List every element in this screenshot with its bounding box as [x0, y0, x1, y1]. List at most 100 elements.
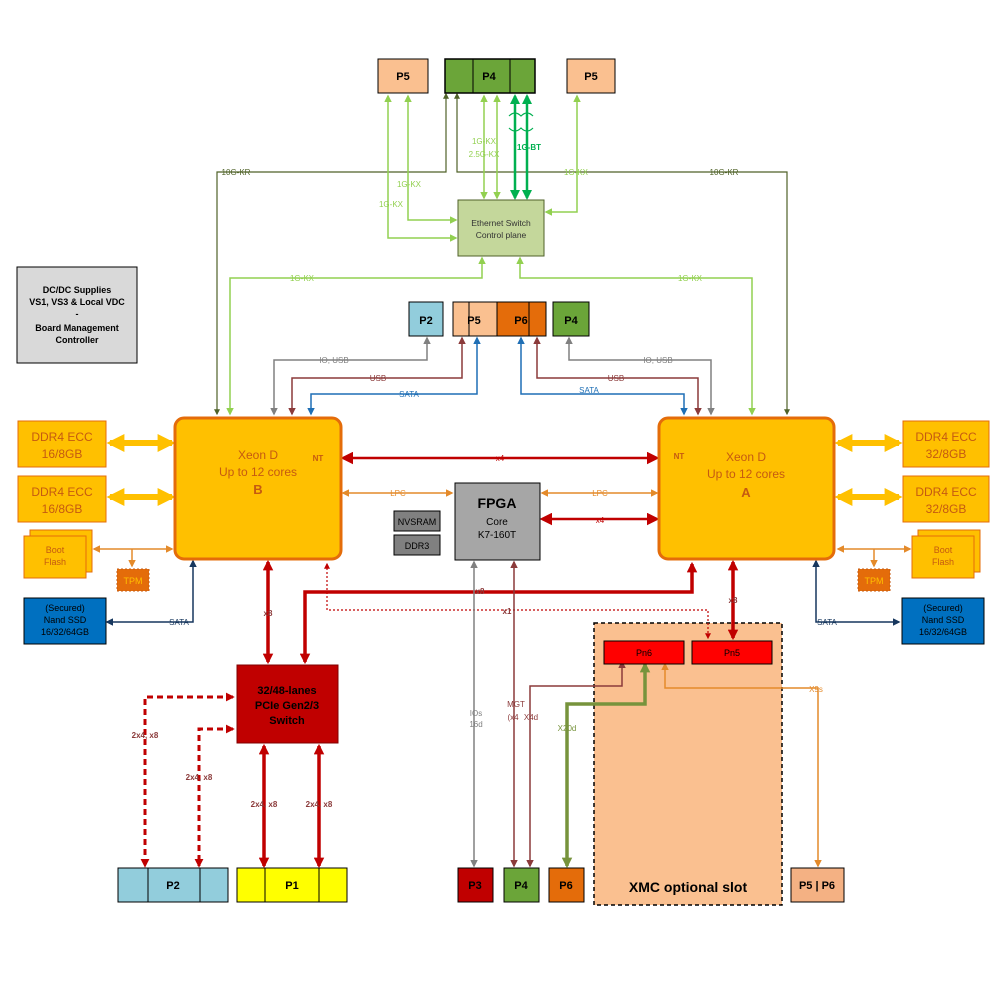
pn6: Pn6: [603, 640, 685, 665]
boot-flash-left: Boot Flash: [23, 529, 93, 579]
tpm-right: TPM: [857, 568, 891, 592]
transformer-symbol: [508, 112, 534, 132]
label-sata-right: SATA: [579, 386, 599, 395]
label-2x4x8-d: 2x4, x8: [306, 800, 333, 809]
pcie-switch: 32/48-lanes PCIe Gen2/3 Switch: [236, 664, 339, 744]
fpga-title: FPGA: [478, 495, 517, 511]
ddr4-right-1: DDR4 ECC 32/8GB: [902, 420, 990, 468]
link-kx-p5-right: [544, 94, 581, 216]
info-line1: DC/DC Supplies: [43, 285, 112, 295]
label-x1: x1: [503, 607, 512, 616]
pn5-label: Pn5: [724, 648, 740, 658]
ssd-left-line1: (Secured): [45, 603, 85, 613]
pcie-switch-line2: PCIe Gen2/3: [255, 700, 319, 712]
nvsram-label: NVSRAM: [398, 517, 437, 527]
mid-p2: P2: [408, 301, 444, 337]
label-1g-kx-p4: 1G-KX: [472, 137, 497, 146]
ethernet-switch-line2: Control plane: [476, 230, 527, 240]
fpga: FPGA Core K7-160T: [454, 482, 541, 561]
label-2x4x8-c: 2x4, x8: [251, 800, 278, 809]
mid-p4-label: P4: [564, 315, 578, 327]
label-x8-cpu-a: x8: [729, 596, 738, 605]
bottom-p5-p6: P5 | P6: [790, 867, 845, 903]
mid-p5-label: P5: [467, 315, 480, 327]
label-io-usb-left: IO, USB: [319, 356, 348, 365]
ddr4-right-1-line1: DDR4 ECC: [915, 430, 977, 444]
label-nt-x4: x4: [496, 454, 505, 463]
cpu-b: Xeon D Up to 12 cores B NT: [173, 416, 343, 561]
label-1g-bt: 1G-BT: [517, 143, 541, 152]
label-lpc-left: LPC: [390, 489, 406, 498]
xmc-slot-label: XMC optional slot: [629, 879, 748, 895]
ssd-left-line3: 16/32/64GB: [41, 627, 89, 637]
label-mgt: MGT: [507, 700, 525, 709]
ddr3: DDR3: [393, 534, 441, 556]
boot-flash-right-line2: Flash: [932, 557, 954, 567]
link-kx-switch-cpu-b: [226, 256, 486, 416]
label-10g-kr-left: 10G-KR: [222, 168, 251, 177]
link-x9s: [661, 662, 822, 868]
link-sata-left: [307, 336, 481, 416]
info-line4: Board Management: [35, 323, 119, 333]
label-1g-kx-p5-a: 1G-KX: [397, 180, 422, 189]
label-1g-kx-cpu-b: 1G-KX: [290, 274, 315, 283]
link-kx-p5-left-a: [384, 94, 458, 242]
ethernet-switch: Ethernet Switch Control plane: [457, 199, 545, 257]
label-mgt-x4: (x4: [507, 713, 519, 722]
label-io-usb-right: IO, USB: [643, 356, 672, 365]
bottom-p3: P3: [457, 867, 494, 903]
label-1g-kx-p5-b: 1G-KX: [379, 200, 404, 209]
label-ios-16d: 16d: [469, 720, 482, 729]
label-usb-right: USB: [608, 374, 624, 383]
label-sata-ssd-b: SATA: [169, 618, 189, 627]
cpu-a-subtitle: Up to 12 cores: [707, 467, 785, 481]
top-p5-right: P5: [566, 58, 616, 94]
info-line3: -: [76, 309, 79, 319]
ddr4-right-2: DDR4 ECC 32/8GB: [902, 475, 990, 523]
mid-p6-label: P6: [514, 315, 527, 327]
link-labels: 10G-KR 10G-KR 1G-KX 1G-KX 1G-KX 2.5G-KX …: [132, 137, 838, 809]
top-p5-left: P5: [377, 58, 429, 94]
ddr4-left-2: DDR4 ECC 16/8GB: [17, 475, 107, 523]
label-lpc-right: LPC: [592, 489, 608, 498]
label-1g-kx-p5-right: 1G-KX: [564, 168, 589, 177]
ssd-left-line2: Nand SSD: [44, 615, 87, 625]
top-p4-label: P4: [482, 71, 496, 83]
label-x20d: X20d: [558, 724, 577, 733]
bottom-p1: P1: [236, 867, 348, 903]
top-p5-right-label: P5: [584, 71, 597, 83]
label-sata-ssd-a: SATA: [817, 618, 837, 627]
ddr4-right-2-line1: DDR4 ECC: [915, 485, 977, 499]
pcie-switch-line1: 32/48-lanes: [257, 685, 316, 697]
ssd-left: (Secured) Nand SSD 16/32/64GB: [23, 597, 107, 645]
bottom-p4: P4: [503, 867, 540, 903]
label-1g-kx-cpu-a: 1G-KX: [678, 274, 703, 283]
label-x8-long: x8: [476, 587, 485, 596]
mid-p5: P5: [452, 301, 498, 337]
info-box: DC/DC Supplies VS1, VS3 & Local VDC - Bo…: [16, 266, 138, 364]
pn6-label: Pn6: [636, 648, 652, 658]
nvsram: NVSRAM: [393, 510, 441, 532]
boot-flash-right: Boot Flash: [911, 529, 981, 579]
cpu-b-title: Xeon D: [238, 448, 278, 462]
bottom-p6-label: P6: [559, 880, 572, 892]
connections: [92, 92, 912, 869]
bottom-p5-p6-label: P5 | P6: [799, 880, 835, 892]
top-p4: P4: [444, 58, 536, 94]
info-line2: VS1, VS3 & Local VDC: [29, 297, 125, 307]
label-10g-kr-right: 10G-KR: [710, 168, 739, 177]
link-pcie-p2-a: [140, 692, 235, 868]
bottom-p6: P6: [548, 867, 585, 903]
bottom-p2: P2: [117, 867, 229, 903]
boot-flash-left-line1: Boot: [46, 545, 65, 555]
tpm-left: TPM: [116, 568, 150, 592]
bottom-p3-label: P3: [468, 880, 481, 892]
mid-p4: P4: [552, 301, 590, 337]
link-kx-switch-cpu-a: [516, 256, 756, 416]
bottom-p4-label: P4: [514, 880, 528, 892]
bottom-p1-label: P1: [285, 880, 298, 892]
link-sata-ssd-b: [105, 559, 197, 626]
link-kx-p5-left-b: [404, 94, 458, 224]
boot-flash-left-line2: Flash: [44, 557, 66, 567]
